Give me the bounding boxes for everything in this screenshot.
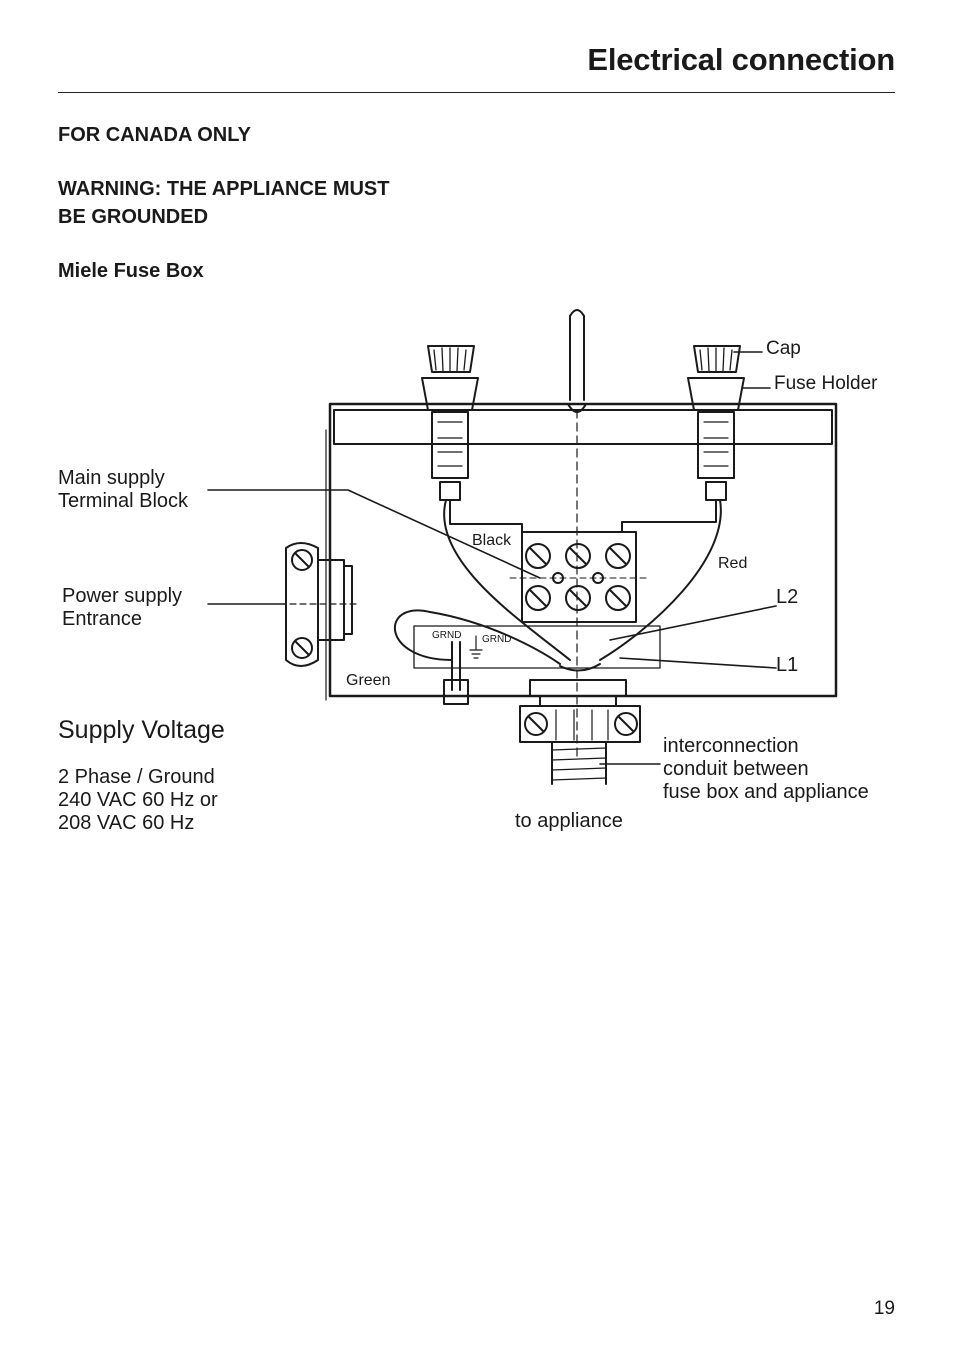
center-rod [567,309,587,761]
grounding-warning: WARNING: THE APPLIANCE MUST BE GROUNDED [58,175,478,231]
power-supply-label-line-2: Entrance [62,608,142,630]
wiring [393,499,722,672]
warning-line-2: BE GROUNDED [58,206,209,228]
page-title: Electrical connection [587,42,895,77]
conduit-label-line-3: fuse box and appliance [663,781,869,803]
power-supply-entrance [285,542,359,667]
grnd-label-left: GRND [432,630,461,641]
supply-voltage-title: Supply Voltage [58,716,225,744]
black-wire [449,499,523,533]
fuse-box-heading: Miele Fuse Box [58,260,204,282]
conduit-connector [519,679,641,785]
to-appliance-label: to appliance [515,810,623,832]
leader-lines [207,351,777,765]
fuse-box-enclosure [325,402,838,701]
red-wire [621,499,717,533]
fuse-holder-left [421,345,479,501]
red-lead [599,499,722,661]
supply-voltage-line-2: 240 VAC 60 Hz or [58,789,218,811]
main-supply-label-line-1: Main supply [58,467,165,489]
ground-plate [413,625,661,705]
terminal-block [509,531,651,623]
fuse-holder-label: Fuse Holder [774,373,878,394]
conduit-label-line-2: conduit between [663,758,809,780]
black-lead [443,499,571,661]
red-wire-label: Red [718,555,747,572]
warning-line-1: WARNING: THE APPLIANCE MUST [58,178,390,200]
fuse-box-diagram: Cap Fuse Holder Main supply Terminal Blo… [58,309,878,832]
l2-label: L2 [776,586,798,608]
supply-voltage-specs: 2 Phase / Ground 240 VAC 60 Hz or 208 VA… [58,766,218,835]
supply-voltage-line-1: 2 Phase / Ground [58,766,215,788]
l1-label: L1 [776,654,798,676]
green-wire-label: Green [346,672,390,689]
canada-heading: FOR CANADA ONLY [58,124,251,146]
power-supply-label-line-1: Power supply [62,585,182,607]
black-wire-label: Black [472,532,512,549]
main-supply-label-line-2: Terminal Block [58,490,189,512]
green-wire [393,609,561,665]
supply-voltage-line-3: 208 VAC 60 Hz [58,812,195,834]
grnd-label-right: GRND [482,634,511,645]
fuse-holder-right [687,345,745,501]
page-number: 19 [873,1298,895,1319]
conduit-label-line-1: interconnection [663,735,799,757]
title-divider [58,92,895,93]
cap-label: Cap [766,338,801,359]
